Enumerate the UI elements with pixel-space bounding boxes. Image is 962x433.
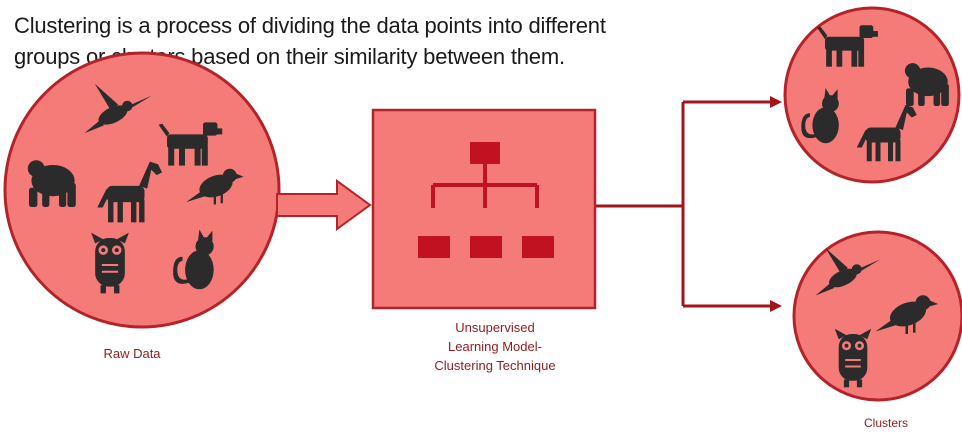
model-label: Unsupervised Learning Model- Clustering …: [395, 318, 595, 375]
model-box: [371, 108, 597, 310]
clusters-label: Clusters: [863, 416, 908, 430]
output-connectors: [596, 100, 772, 308]
headline-line-1: Clustering is a process of dividing the …: [14, 13, 606, 38]
model-label-line-3: Clustering Technique: [434, 358, 556, 373]
model-label-line-2: Learning Model-: [448, 339, 542, 354]
headline: Clustering is a process of dividing the …: [14, 10, 774, 72]
arrow-head-bottom: [770, 300, 782, 312]
cluster-birds-circle: [792, 230, 962, 402]
input-arrow: [276, 179, 372, 231]
model-label-line-1: Unsupervised: [455, 320, 535, 335]
arrow-head-top: [770, 96, 782, 108]
raw-data-group: [3, 51, 281, 329]
cluster-birds: [792, 230, 962, 402]
raw-data-label: Raw Data: [103, 346, 161, 361]
cluster-mammals: [783, 6, 961, 184]
hierarchy-icon: [418, 142, 554, 258]
